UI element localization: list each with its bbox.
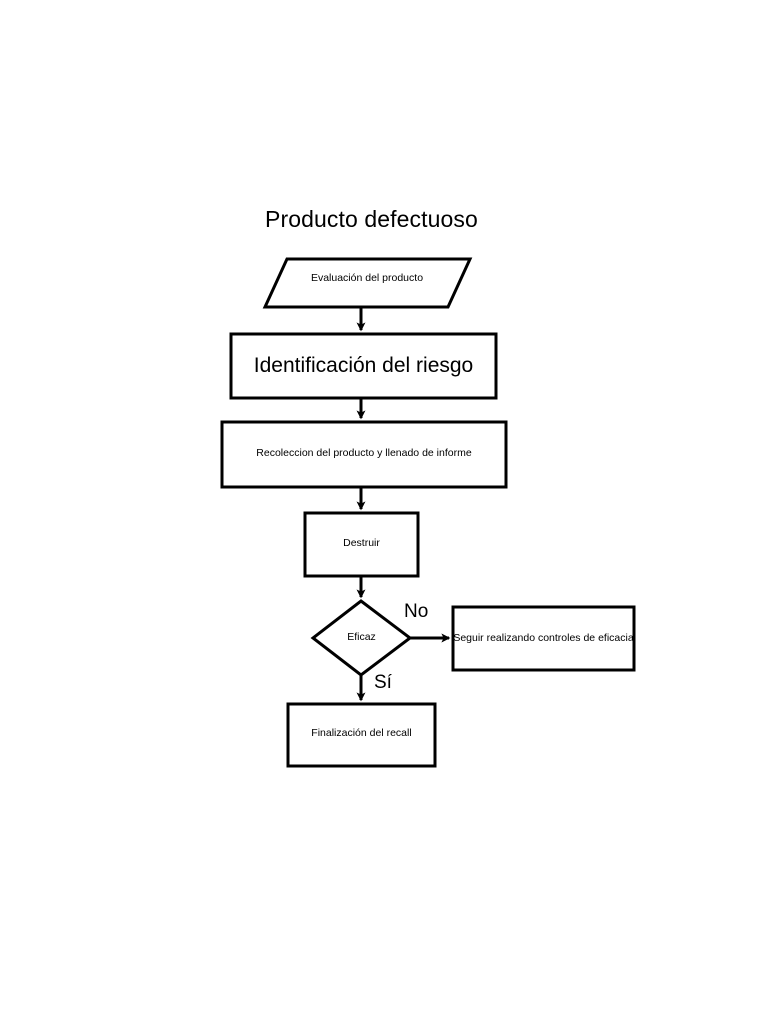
node-evaluacion-shape[interactable] — [262, 257, 473, 309]
node-identificacion-shape[interactable] — [229, 332, 498, 400]
node-recoleccion-shape[interactable] — [220, 420, 508, 489]
node-eficaz-label: Eficaz — [347, 631, 376, 643]
node-finalizacion-shape[interactable] — [286, 702, 437, 768]
edge-label-si: Sí — [374, 672, 392, 693]
node-finalizacion-label: Finalización del recall — [311, 727, 412, 739]
node-seguir-shape[interactable] — [451, 605, 636, 672]
edge-label-no: No — [404, 601, 429, 622]
node-recoleccion-label: Recoleccion del producto y llenado de in… — [256, 447, 472, 459]
node-destruir-shape[interactable] — [303, 511, 420, 578]
node-evaluacion-label: Evaluación del producto — [310, 272, 424, 284]
node-seguir-label: Seguir realizando controles de eficacia — [453, 632, 634, 644]
node-destruir-label: Destruir — [343, 537, 380, 549]
page-title: Producto defectuoso — [265, 206, 478, 232]
node-identificacion-label: Identificación del riesgo — [253, 354, 474, 377]
